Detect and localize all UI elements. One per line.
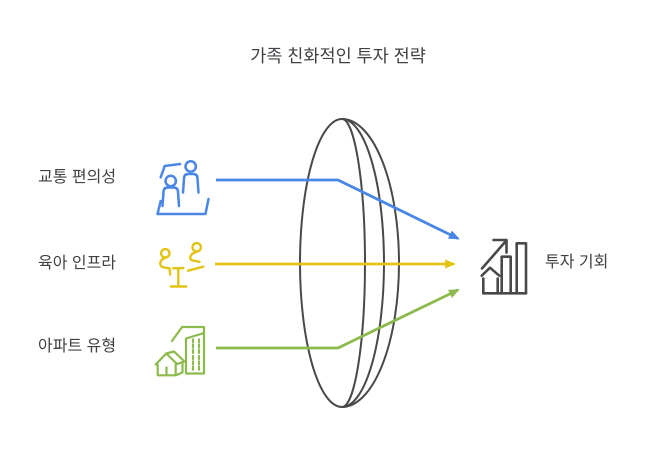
- arrow-apartment: [216, 288, 460, 350]
- input-label-apartment: 아파트 유형: [38, 338, 117, 355]
- childcare-seesaw-icon: [159, 241, 205, 288]
- apartment-buildings-icon: [154, 325, 206, 377]
- input-label-transport: 교통 편의성: [38, 169, 117, 186]
- input-label-childcare: 육아 인프라: [38, 255, 117, 272]
- arrow-transport: [216, 178, 460, 240]
- transport-people-icon: [156, 160, 210, 216]
- diagram-title: 가족 친화적인 투자 전략: [250, 46, 426, 66]
- investment-growth-icon: [480, 238, 528, 295]
- output-label-investment: 투자 기회: [545, 254, 609, 271]
